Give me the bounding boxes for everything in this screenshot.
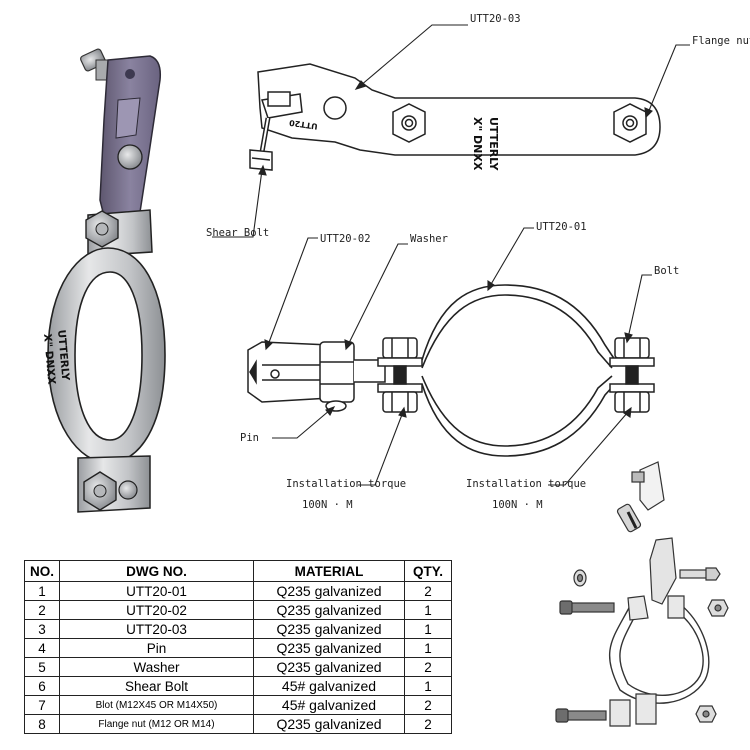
cell-material: Q235 galvanized [253,714,405,734]
cell-dwg: Pin [59,638,254,658]
cell-dwg: UTT20-01 [59,581,254,601]
label-washer: Washer [410,233,448,245]
leader-lines [212,24,690,486]
cell-qty: 2 [404,695,452,715]
lever-brand-text: UTTERLY [487,117,500,171]
table-row: 6 Shear Bolt 45# galvanized 1 [24,676,452,696]
label-torque-left: Installation torque [286,478,406,490]
cell-qty: 2 [404,581,452,601]
side-right-nut-stack [609,337,655,413]
exploded-assembly-small [555,537,729,727]
table-header-row: NO. DWG NO. MATERIAL QTY. [24,560,452,582]
label-shear-bolt: Shear Bolt [206,227,269,239]
header-no: NO. [24,560,60,582]
lever-engrave-text: UTT20 [288,118,318,131]
cell-qty: 1 [404,676,452,696]
label-torque-left-value: 100N · M [302,499,353,511]
cell-qty: 2 [404,657,452,677]
lever-bolt-left [392,103,426,143]
bill-of-materials-table: NO. DWG NO. MATERIAL QTY. 1 UTT20-01 Q23… [24,560,452,734]
header-qty: QTY. [404,560,452,582]
label-flange-nut: Flange nut [692,35,750,47]
cell-material: Q235 galvanized [253,581,405,601]
cell-no: 3 [24,619,60,639]
lever-model-text: X" DNXX [471,117,484,171]
cell-dwg: Flange nut (M12 OR M14) [59,714,254,734]
label-bolt: Bolt [654,265,679,277]
cell-qty: 1 [404,600,452,620]
table-row: 8 Flange nut (M12 OR M14) Q235 galvanize… [24,714,452,734]
cell-no: 6 [24,676,60,696]
cell-material: 45# galvanized [253,695,405,715]
render-model-text: X" DNXX [41,333,57,385]
lever-bolt-right [613,103,647,143]
cell-dwg: Blot (M12X45 OR M14X50) [59,695,254,715]
cell-qty: 1 [404,638,452,658]
render-lever-nut [117,144,143,170]
clamp-side-view [247,284,655,457]
table-row: 5 Washer Q235 galvanized 2 [24,657,452,677]
label-utt20-03: UTT20-03 [470,13,521,25]
cell-qty: 2 [404,714,452,734]
label-torque-right: Installation torque [466,478,586,490]
header-dwg-no: DWG NO. [59,560,254,582]
table-row: 3 UTT20-03 Q235 galvanized 1 [24,619,452,639]
lever-drawing-utt20-03 [249,63,661,171]
lever-shear-bolt [249,117,273,171]
render-shear-bolt [80,48,109,81]
cell-qty: 1 [404,619,452,639]
cell-dwg: UTT20-03 [59,619,254,639]
label-utt20-02: UTT20-02 [320,233,371,245]
label-pin: Pin [240,432,259,444]
cell-material: 45# galvanized [253,676,405,696]
cell-no: 5 [24,657,60,677]
cell-no: 2 [24,600,60,620]
table-row: 4 Pin Q235 galvanized 1 [24,638,452,658]
cell-material: Q235 galvanized [253,657,405,677]
render-brand-text: UTTERLY [55,329,71,381]
render-bottom-nut [83,471,138,511]
render-top-nut [85,210,119,248]
clamp-render-3d: UTTERLY X" DNXX [41,48,166,513]
render-lever [99,55,162,233]
cell-material: Q235 galvanized [253,619,405,639]
label-utt20-01: UTT20-01 [536,221,587,233]
cell-dwg: Shear Bolt [59,676,254,696]
side-ring-band [421,284,616,361]
render-ring [47,247,166,464]
cell-no: 1 [24,581,60,601]
cell-dwg: UTT20-02 [59,600,254,620]
exploded-lever-small [616,461,665,533]
table-row: 7 Blot (M12X45 OR M14X50) 45# galvanized… [24,695,452,715]
cell-no: 4 [24,638,60,658]
cell-no: 7 [24,695,60,715]
side-left-nut-stack [377,337,423,413]
table-row: 2 UTT20-02 Q235 galvanized 1 [24,600,452,620]
cell-material: Q235 galvanized [253,600,405,620]
cell-dwg: Washer [59,657,254,677]
cell-no: 8 [24,714,60,734]
header-material: MATERIAL [253,560,405,582]
table-row: 1 UTT20-01 Q235 galvanized 2 [24,581,452,601]
cell-material: Q235 galvanized [253,638,405,658]
label-torque-right-value: 100N · M [492,499,543,511]
